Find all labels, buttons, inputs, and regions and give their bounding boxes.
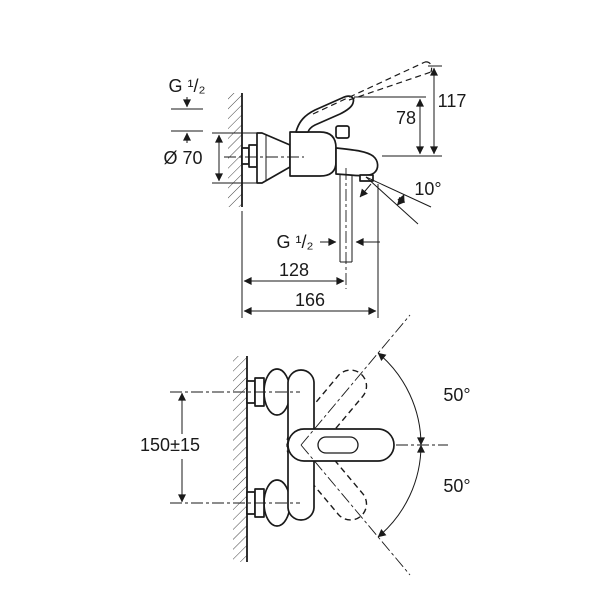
dim-inlet-thread [171,97,203,143]
lever-slot [317,436,359,454]
label-depth-128: 128 [279,260,309,280]
label-spout-angle: 10° [414,179,441,199]
inlet-union-nut [241,147,250,165]
dim-height-78 [354,96,442,157]
side-view: G ¹/₂ Ø 70 117 78 10° G ¹/₂ 128 166 [163,61,467,318]
label-swing-down: 50° [443,476,470,496]
dim-depth-128 [241,211,345,318]
dim-spout-angle [365,176,432,225]
label-outlet-thread: G ¹/₂ [277,232,314,252]
label-escutcheon-diameter: Ø 70 [163,148,202,168]
lever-handle-side [295,95,355,133]
front-view: 150±15 50° 50° [140,314,471,576]
wall-hatch-front [233,356,247,562]
mixer-body [289,131,337,177]
faucet-side [224,61,433,289]
spout [335,147,379,177]
flow-arrow [359,183,372,198]
label-depth-166: 166 [295,290,325,310]
label-swing-up: 50° [443,385,470,405]
dim-escutcheon-diameter [212,132,258,184]
escutcheon-cone [256,132,291,184]
centerline-down-50 [300,444,411,576]
label-inlet-thread: G ¹/₂ [169,76,206,96]
label-connection-spacing: 150±15 [140,435,200,455]
wall-hatch-side [228,93,242,207]
centerline-up-50 [300,314,411,446]
arc-swing-up [377,352,425,446]
label-total-height: 117 [438,91,467,111]
dim-depth-166 [243,184,379,318]
label-spout-height: 78 [396,108,416,128]
inlet-union-nut-2 [248,144,258,168]
body-plug [335,125,350,139]
dim-height-117 [428,65,442,155]
arc-swing-down [377,444,425,538]
